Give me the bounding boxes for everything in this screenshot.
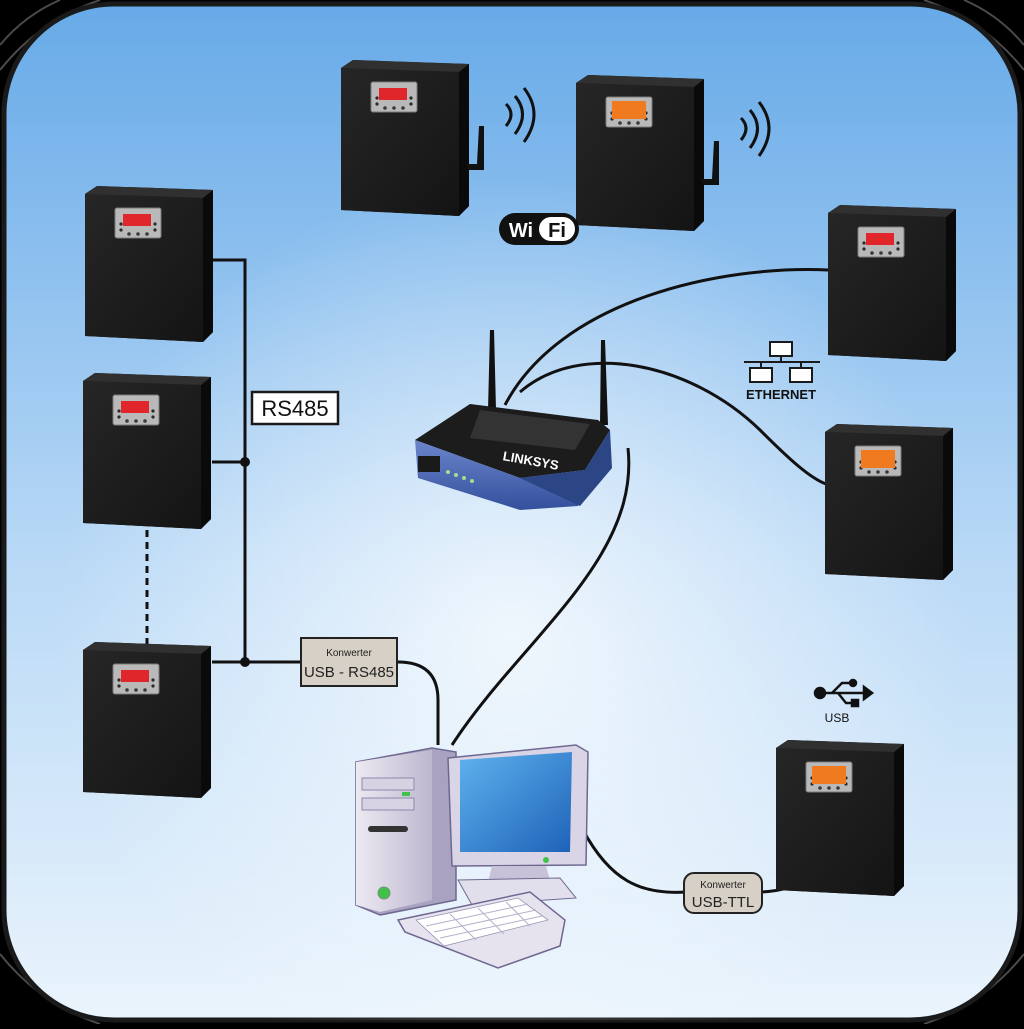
power-supply-left-top	[84, 185, 214, 343]
power-supply-wifi-right	[575, 74, 719, 232]
power-supply-wifi-left	[340, 59, 484, 217]
wifi-logo-text-right: Fi	[548, 220, 566, 242]
usb-icon	[813, 678, 875, 708]
power-supply-left-bottom	[82, 641, 212, 799]
converter-usb-rs485: Konwerter USB - RS485	[300, 637, 398, 687]
converter-usb-ttl: Konwerter USB-TTL	[683, 872, 763, 914]
usb-ttl-cable-left	[581, 829, 687, 894]
display-orange	[812, 766, 846, 784]
router-pc-cable	[450, 447, 631, 746]
power-supply-ethernet-bottom	[824, 423, 954, 581]
converter-name: USB - RS485	[304, 664, 394, 681]
converter-name: USB-TTL	[692, 894, 755, 911]
rs485-label-box: RS485	[250, 390, 340, 426]
desktop-computer-icon	[355, 744, 589, 969]
converter-title: Konwerter	[700, 880, 746, 891]
ethernet-network-icon	[744, 341, 820, 383]
display-red	[866, 233, 894, 245]
converter-title: Konwerter	[326, 648, 372, 659]
display-red	[123, 214, 151, 226]
display-orange	[612, 101, 646, 119]
display-red	[121, 401, 149, 413]
bus-junction	[240, 657, 250, 667]
display-red	[121, 670, 149, 682]
usb-label: USB	[825, 711, 850, 725]
display-red	[379, 88, 407, 100]
wifi-signal-icon	[504, 87, 536, 143]
wifi-logo-text-left: Wi	[509, 220, 533, 242]
power-supply-left-middle	[82, 372, 212, 530]
ethernet-cable-2	[519, 361, 827, 486]
connections	[212, 258, 829, 894]
bus-junction	[240, 457, 250, 467]
ethernet-label: ETHERNET	[746, 387, 816, 402]
display-orange	[861, 450, 895, 468]
usb-rs485-cable	[397, 660, 440, 745]
antenna	[463, 126, 484, 170]
rs485-label: RS485	[261, 396, 328, 421]
optional-connections	[145, 462, 247, 662]
antenna	[698, 141, 719, 185]
router-icon: LINKSYS	[415, 330, 612, 510]
wifi-signal-icon	[739, 101, 771, 157]
ethernet-cable-1	[503, 268, 829, 406]
power-supply-usb	[775, 739, 905, 897]
power-supply-ethernet-top	[827, 204, 957, 362]
wifi-logo-icon: Wi Fi	[499, 213, 579, 245]
